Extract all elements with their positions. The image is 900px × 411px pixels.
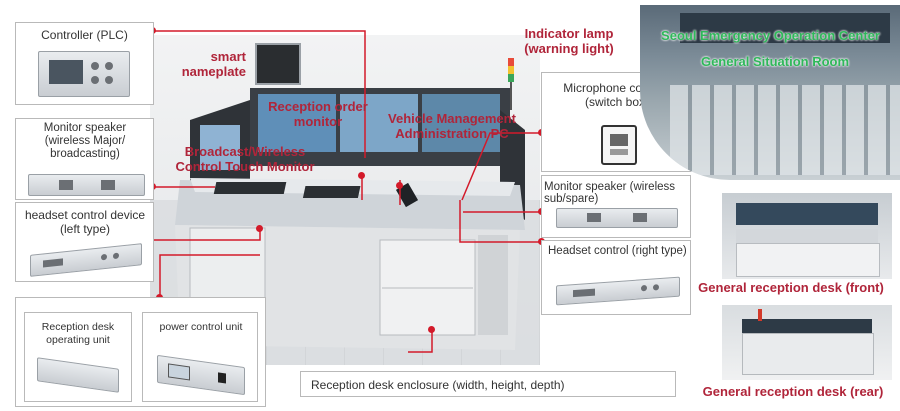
desk-rear-label: General reception desk (rear) bbox=[702, 384, 884, 399]
callout-dot-vehicle-pc bbox=[396, 182, 403, 189]
controller-image bbox=[38, 51, 130, 97]
microphone-console-image bbox=[601, 125, 637, 165]
callout-dot-touch-monitor bbox=[358, 172, 365, 179]
monitor-speaker-sub-image bbox=[556, 208, 678, 228]
controller-box: Controller (PLC) bbox=[15, 22, 154, 105]
enclosure-label: Reception desk enclosure (width, height,… bbox=[311, 378, 565, 392]
indicator-lamp-label: Indicator lamp (warning light) bbox=[524, 26, 614, 56]
headset-left-box: headset control device (left type) bbox=[15, 202, 154, 282]
callout-dot-enclosure bbox=[428, 326, 435, 333]
reception-order-monitor-label: Reception order monitor bbox=[268, 99, 368, 129]
monitor-speaker-major-image bbox=[28, 174, 145, 196]
operating-unit-box: Reception desk operating unit bbox=[24, 312, 132, 402]
smart-nameplate-label: smart nameplate bbox=[181, 49, 246, 79]
situation-room-title: General Situation Room bbox=[700, 54, 850, 69]
power-control-unit-image bbox=[157, 354, 245, 396]
headset-right-label: Headset control (right type) bbox=[548, 245, 687, 257]
power-control-unit-box: power control unit bbox=[142, 312, 258, 402]
monitor-speaker-major-label: Monitor speaker (wireless Major/ broadca… bbox=[43, 122, 127, 160]
desk-front-photo bbox=[722, 193, 892, 279]
vehicle-pc-label: Vehicle Management Administration PC bbox=[388, 111, 516, 141]
callout-dot-headset-left bbox=[256, 225, 263, 232]
seoul-center-title: Seoul Emergency Operation Center bbox=[661, 28, 880, 43]
controller-label: Controller (PLC) bbox=[41, 28, 128, 42]
desk-front-label: General reception desk (front) bbox=[698, 280, 884, 295]
headset-right-image bbox=[556, 276, 680, 306]
headset-left-image bbox=[30, 243, 142, 277]
enclosure-box: Reception desk enclosure (width, height,… bbox=[300, 371, 676, 397]
power-control-unit-label: power control unit bbox=[159, 321, 243, 333]
headset-left-label: headset control device (left type) bbox=[24, 208, 146, 236]
headset-right-box: Headset control (right type) bbox=[541, 240, 691, 315]
situation-room-photo bbox=[640, 5, 900, 180]
desk-rear-photo bbox=[722, 305, 892, 380]
broadcast-touch-monitor-label: Broadcast/Wireless Control Touch Monitor bbox=[175, 144, 315, 174]
operating-unit-label: Reception desk operating unit bbox=[41, 321, 115, 346]
monitor-speaker-sub-label: Monitor speaker (wireless sub/spare) bbox=[544, 181, 676, 205]
monitor-speaker-major-box: Monitor speaker (wireless Major/ broadca… bbox=[15, 118, 154, 200]
monitor-speaker-sub-box: Monitor speaker (wireless sub/spare) bbox=[541, 175, 691, 238]
operating-unit-image bbox=[37, 357, 119, 393]
